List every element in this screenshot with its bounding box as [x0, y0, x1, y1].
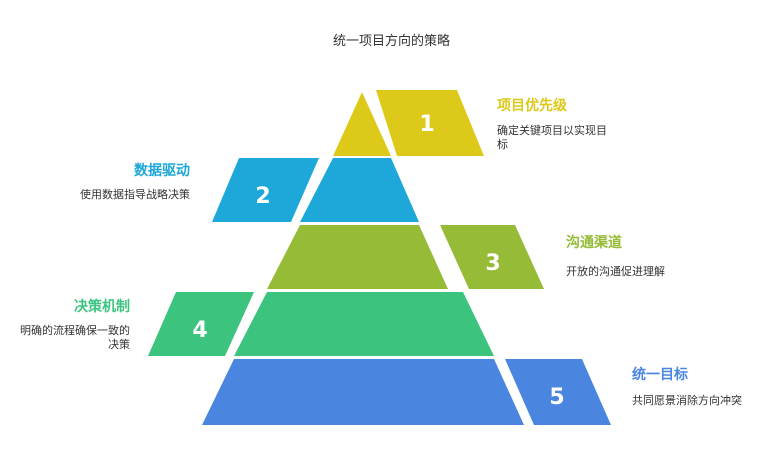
label-4: 决策机制 — [74, 299, 130, 315]
pyramid-tier-1 — [333, 92, 391, 156]
pyramid-tier-2 — [300, 158, 419, 222]
number-4: 4 — [192, 318, 207, 343]
label-3: 沟通渠道 — [566, 235, 622, 251]
label-2: 数据驱动 — [134, 163, 190, 179]
label-5: 统一目标 — [632, 367, 688, 383]
number-tab-5 — [505, 359, 611, 425]
number-3: 3 — [485, 251, 500, 276]
desc-4: 明确的流程确保一致的决策 — [20, 324, 130, 351]
pyramid-tier-4 — [234, 292, 494, 356]
desc-5: 共同愿景消除方向冲突 — [632, 394, 742, 407]
number-tab-4 — [148, 292, 254, 356]
desc-3: 开放的沟通促进理解 — [566, 265, 665, 278]
pyramid-tier-5 — [202, 359, 524, 425]
number-5: 5 — [549, 385, 564, 410]
number-tab-3 — [440, 225, 544, 289]
desc-1: 确定关键项目以实现目标 — [497, 124, 607, 151]
number-2: 2 — [255, 184, 270, 209]
diagram-title: 统一项目方向的策略 — [332, 34, 450, 49]
label-1: 项目优先级 — [497, 98, 567, 114]
desc-2: 使用数据指导战略决策 — [80, 188, 190, 201]
number-tab-1 — [376, 90, 484, 156]
pyramid-tier-3 — [267, 225, 448, 289]
number-1: 1 — [419, 112, 434, 137]
number-tab-2 — [212, 158, 319, 222]
